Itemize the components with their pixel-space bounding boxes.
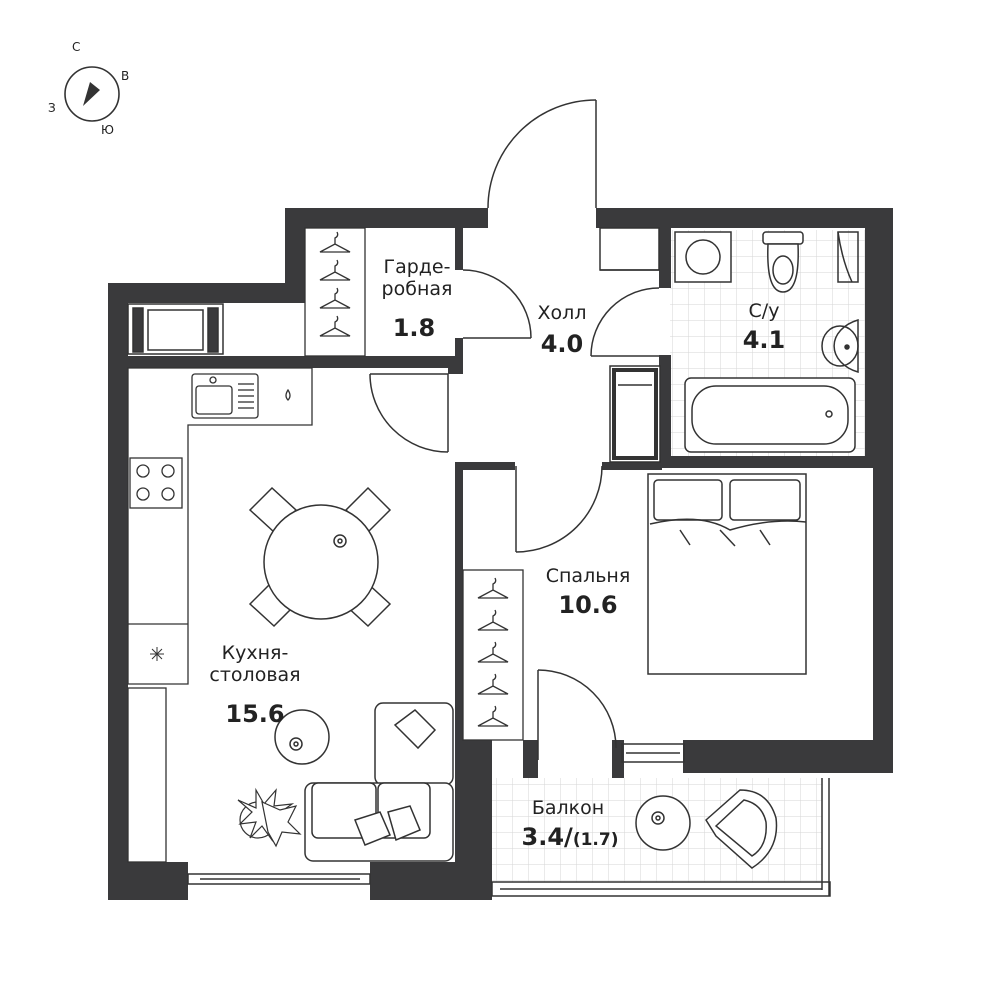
wardrobe-area: 1.8 [392,314,436,342]
window-balcony [491,778,831,897]
kitchen-name-line2: столовая [209,664,301,686]
kitchen-label: Кухня- столовая [192,642,318,686]
sofa [274,702,454,862]
bathroom-area: 4.1 [742,326,786,354]
compass-icon [64,66,120,122]
bathroom-fixtures [674,231,859,453]
kitchen-area: 15.6 [225,700,285,728]
balcony-furniture [635,789,778,869]
compass-north: С [72,40,81,54]
wardrobe-name-line2: робная [381,278,453,300]
balcony-area-reduced: (1.7) [572,830,619,850]
bedroom-area: 10.6 [558,591,618,619]
bedroom-wardrobe [462,569,524,741]
bedroom-label: Спальня [545,565,631,587]
hall-cabinet [599,227,661,463]
dining-table [248,486,392,628]
kitchen-counter [127,367,313,863]
balcony-area-total: 3.4/ [521,823,573,851]
compass-south: Ю [101,123,114,137]
hall-label: Холл [537,302,587,324]
walls [108,208,893,900]
bathroom-label: С/у [748,300,780,322]
window-bedroom [621,743,685,763]
plant-icon [237,787,302,848]
bed [647,473,807,675]
kitchen-name-line1: Кухня- [221,642,289,664]
hall-area: 4.0 [540,330,584,358]
window-kitchen-bottom [187,873,371,885]
balcony-area: 3.4/(1.7) [500,823,640,851]
balcony-label: Балкон [531,797,605,819]
wardrobe-label: Гарде- робная [362,256,472,300]
doors [369,99,660,760]
compass-east: В [121,69,130,83]
wardrobe-hangers [304,227,366,357]
compass-west: З [48,101,56,115]
wardrobe-name-line1: Гарде- [383,256,451,278]
window-kitchen-left [127,303,298,356]
